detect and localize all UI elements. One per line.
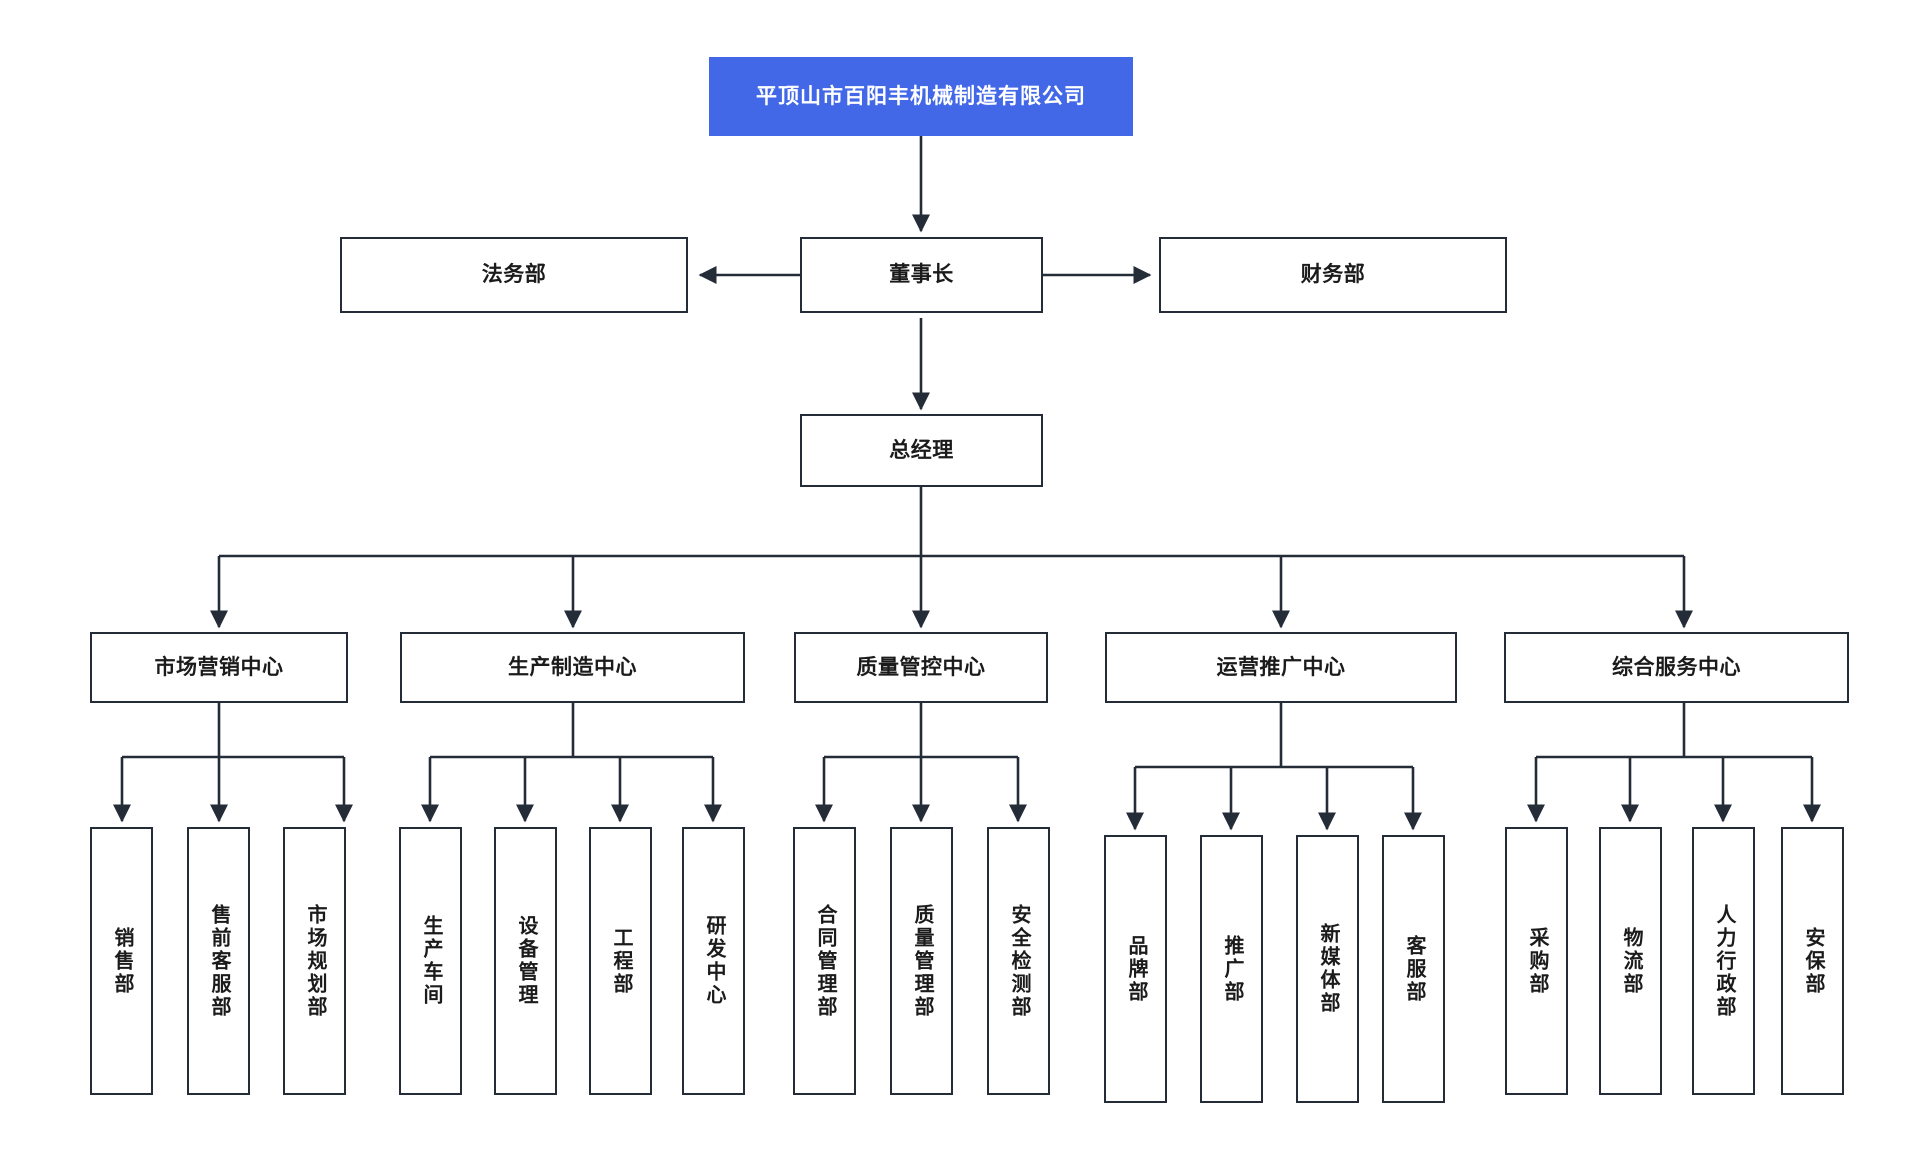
node-dept-contract-management-label: 合同管理部 — [814, 903, 836, 1019]
node-dept-promotion-label: 推广部 — [1221, 934, 1243, 1004]
node-dept-customer-service-label: 客服部 — [1403, 934, 1425, 1004]
node-dept-security[interactable]: 安保部 — [1781, 827, 1844, 1095]
node-legal-department-label: 法务部 — [481, 263, 547, 287]
node-dept-hr-admin[interactable]: 人力行政部 — [1692, 827, 1755, 1095]
node-dept-presales-service-label: 售前客服部 — [208, 903, 230, 1019]
node-dept-brand[interactable]: 品牌部 — [1104, 835, 1167, 1103]
node-dept-presales-service[interactable]: 售前客服部 — [187, 827, 250, 1095]
node-dept-rnd-center-label: 研发中心 — [703, 915, 725, 1007]
node-finance-department[interactable]: 财务部 — [1159, 237, 1507, 313]
node-dept-engineering[interactable]: 工程部 — [589, 827, 652, 1095]
node-center-service[interactable]: 综合服务中心 — [1504, 632, 1849, 703]
node-dept-procurement-label: 采购部 — [1526, 926, 1548, 996]
node-dept-safety-inspection[interactable]: 安全检测部 — [987, 827, 1050, 1095]
node-finance-department-label: 财务部 — [1300, 263, 1366, 287]
node-center-service-label: 综合服务中心 — [1612, 655, 1741, 679]
node-chairman[interactable]: 董事长 — [800, 237, 1043, 313]
node-dept-contract-management[interactable]: 合同管理部 — [793, 827, 856, 1095]
node-dept-equipment-management-label: 设备管理 — [515, 915, 537, 1007]
node-dept-security-label: 安保部 — [1802, 926, 1824, 996]
node-dept-quality-management-label: 质量管理部 — [911, 903, 933, 1019]
node-dept-logistics-label: 物流部 — [1620, 926, 1642, 996]
node-center-production[interactable]: 生产制造中心 — [400, 632, 745, 703]
node-center-marketing[interactable]: 市场营销中心 — [90, 632, 348, 703]
node-dept-quality-management[interactable]: 质量管理部 — [890, 827, 953, 1095]
node-dept-market-planning-label: 市场规划部 — [304, 903, 326, 1019]
node-dept-new-media-label: 新媒体部 — [1317, 923, 1339, 1015]
node-center-production-label: 生产制造中心 — [508, 655, 637, 679]
node-dept-hr-admin-label: 人力行政部 — [1713, 903, 1735, 1019]
node-chairman-label: 董事长 — [889, 263, 954, 287]
node-dept-market-planning[interactable]: 市场规划部 — [283, 827, 346, 1095]
node-dept-equipment-management[interactable]: 设备管理 — [494, 827, 557, 1095]
node-center-operations-label: 运营推广中心 — [1216, 655, 1346, 679]
node-general-manager-label: 总经理 — [889, 438, 954, 462]
node-center-quality[interactable]: 质量管控中心 — [794, 632, 1048, 703]
node-legal-department[interactable]: 法务部 — [340, 237, 688, 313]
node-general-manager[interactable]: 总经理 — [800, 414, 1043, 487]
node-dept-production-workshop-label: 生产车间 — [420, 915, 442, 1007]
node-center-operations[interactable]: 运营推广中心 — [1105, 632, 1457, 703]
node-center-quality-label: 质量管控中心 — [856, 655, 986, 679]
node-dept-sales-label: 销售部 — [111, 926, 133, 996]
node-dept-rnd-center[interactable]: 研发中心 — [682, 827, 745, 1095]
node-dept-safety-inspection-label: 安全检测部 — [1008, 903, 1030, 1019]
node-dept-promotion[interactable]: 推广部 — [1200, 835, 1263, 1103]
node-dept-logistics[interactable]: 物流部 — [1599, 827, 1662, 1095]
node-dept-customer-service[interactable]: 客服部 — [1382, 835, 1445, 1103]
node-dept-procurement[interactable]: 采购部 — [1505, 827, 1568, 1095]
node-dept-production-workshop[interactable]: 生产车间 — [399, 827, 462, 1095]
node-dept-brand-label: 品牌部 — [1125, 934, 1147, 1004]
node-center-marketing-label: 市场营销中心 — [154, 655, 284, 679]
node-dept-engineering-label: 工程部 — [610, 926, 632, 996]
node-dept-sales[interactable]: 销售部 — [90, 827, 153, 1095]
node-company[interactable]: 平顶山市百阳丰机械制造有限公司 — [709, 57, 1133, 136]
node-dept-new-media[interactable]: 新媒体部 — [1296, 835, 1359, 1103]
node-company-label: 平顶山市百阳丰机械制造有限公司 — [756, 84, 1086, 108]
connector-lines — [112, 136, 1822, 831]
